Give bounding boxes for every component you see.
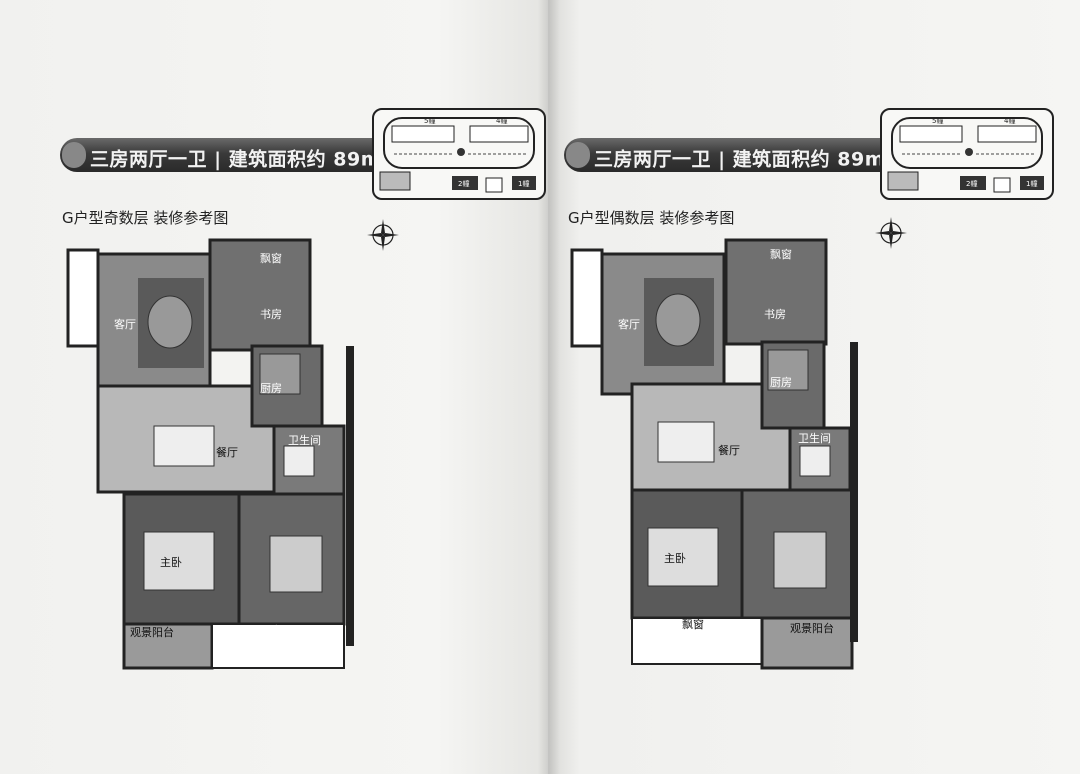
site-label: 4幢 (496, 116, 507, 125)
right-banner: 三房两厅一卫 | 建筑面积约 89m2 (564, 138, 893, 172)
site-label: 5幢 (932, 116, 943, 125)
room-label-balcony: 观景阳台 (790, 621, 834, 635)
right-site-plan: 5幢 4幢 2幢 1幢 (880, 108, 1054, 200)
room-label-bay-bottom: 飘窗 (260, 623, 282, 637)
left-banner-text: 三房两厅一卫 | 建筑面积约 89m (90, 148, 382, 171)
compass-icon (874, 216, 908, 250)
right-floor-plan: 客厅 书房 飘窗 厨房 餐厅 卫生间 主卧 飘窗 观景阳台 (568, 236, 858, 676)
room-label-bath: 卫生间 (288, 433, 321, 447)
banner-cap (566, 142, 590, 168)
site-label: 1幢 (1026, 179, 1037, 188)
room-label-bay-top: 飘窗 (260, 251, 282, 265)
room-label-kitchen: 厨房 (770, 376, 792, 389)
room-label-kitchen: 厨房 (260, 382, 282, 395)
site-label: 5幢 (424, 116, 435, 125)
right-subtitle: G户型偶数层 装修参考图 (568, 209, 735, 227)
site-label: 4幢 (1004, 116, 1015, 125)
room-label-master: 主卧 (664, 552, 686, 565)
room-label-bay-top: 飘窗 (770, 247, 792, 261)
room-label-living: 客厅 (618, 317, 640, 331)
site-label: 1幢 (518, 179, 529, 188)
room-label-bay-bottom: 飘窗 (682, 617, 704, 631)
left-floor-plan: 客厅 书房 飘窗 厨房 餐厅 卫生间 主卧 飘窗 观景阳台 (64, 236, 354, 676)
room-label-bath: 卫生间 (798, 431, 831, 445)
room-label-dining: 餐厅 (718, 443, 740, 457)
room-label-study: 书房 (260, 308, 282, 321)
room-label-living: 客厅 (114, 317, 136, 331)
left-banner: 三房两厅一卫 | 建筑面积约 89m2 (60, 138, 389, 172)
site-label: 2幢 (966, 179, 977, 188)
compass-icon (366, 218, 400, 252)
left-site-plan: 5幢 4幢 2幢 1幢 (372, 108, 546, 200)
site-label: 2幢 (458, 179, 469, 188)
room-label-dining: 餐厅 (216, 445, 238, 459)
room-label-master: 主卧 (160, 556, 182, 569)
left-subtitle: G户型奇数层 装修参考图 (62, 209, 229, 227)
right-banner-text: 三房两厅一卫 | 建筑面积约 89m (594, 148, 886, 171)
room-label-balcony: 观景阳台 (130, 625, 174, 639)
room-label-study: 书房 (764, 308, 786, 321)
banner-cap (62, 142, 86, 168)
